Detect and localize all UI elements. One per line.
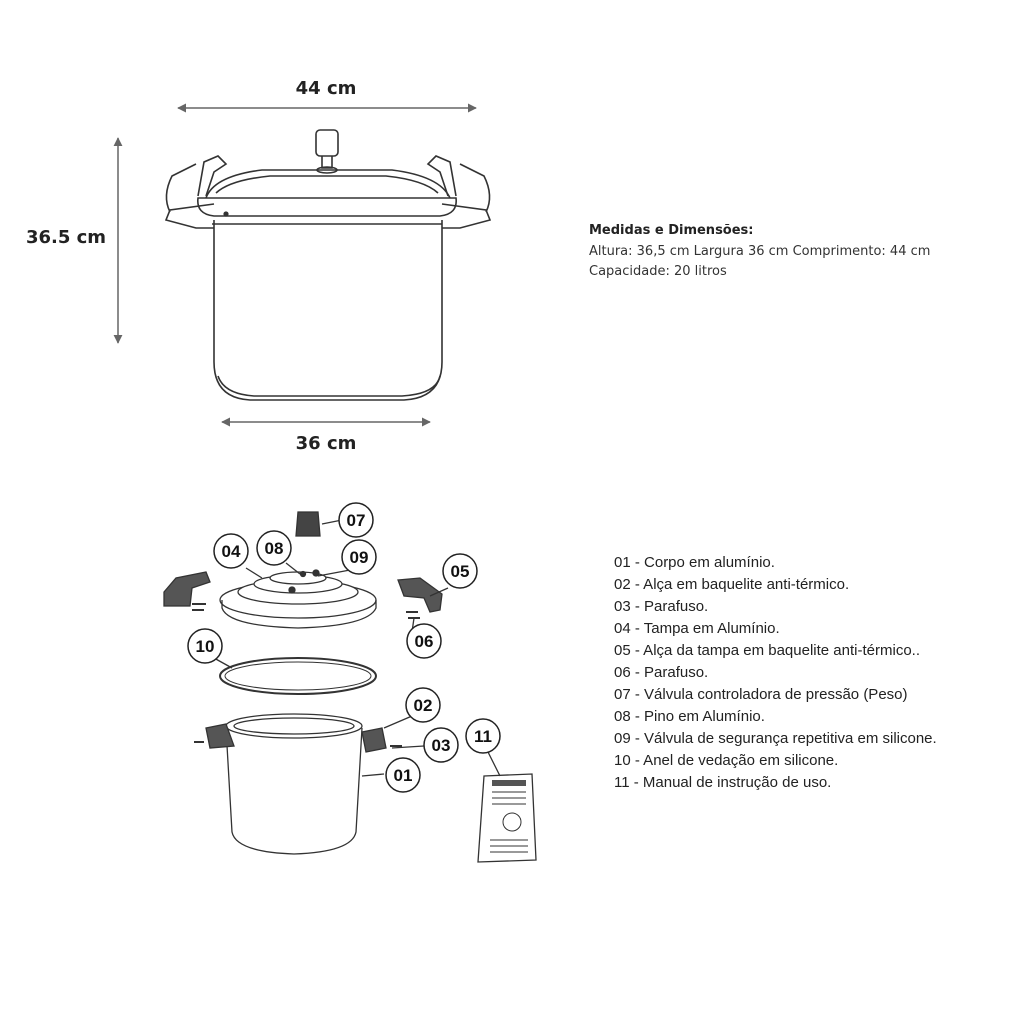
callout-09: 09	[341, 539, 377, 575]
body-part	[225, 713, 363, 855]
callout-11: 11	[465, 718, 501, 754]
callout-05: 05	[442, 553, 478, 589]
parts-list-item: 04 - Tampa em Alumínio.	[614, 620, 780, 637]
parts-list-item: 08 - Pino em Alumínio.	[614, 708, 765, 725]
parts-list-item: 11 - Manual de instrução de uso.	[614, 774, 832, 791]
parts-list: 01 - Corpo em alumínio. 02 - Alça em baq…	[614, 552, 937, 794]
callout-03: 03	[423, 727, 459, 763]
parts-list-item: 02 - Alça em baquelite anti-térmico.	[614, 576, 850, 593]
svg-text:11: 11	[474, 727, 492, 746]
callout-06: 06	[406, 623, 442, 659]
svg-text:04: 04	[222, 542, 241, 561]
svg-text:08: 08	[265, 539, 284, 558]
specs-capacity-line: Capacidade: 20 litros	[589, 264, 727, 279]
svg-text:06: 06	[415, 632, 434, 651]
lid-handle-right-part	[397, 577, 443, 613]
body-handle-left-part	[205, 723, 235, 749]
svg-text:02: 02	[414, 696, 433, 715]
sealing-ring-part	[219, 657, 377, 695]
dimension-drawing: 44 cm 36.5 cm 36 cm	[26, 78, 492, 454]
callout-01: 01	[385, 757, 421, 793]
height-label: 36.5 cm	[26, 227, 106, 248]
callout-08: 08	[256, 530, 292, 566]
svg-text:05: 05	[451, 562, 470, 581]
svg-text:07: 07	[347, 511, 366, 530]
svg-text:10: 10	[196, 637, 215, 656]
parts-list-item: 06 - Parafuso.	[614, 664, 709, 681]
svg-text:03: 03	[432, 736, 451, 755]
valve-weight-part	[295, 511, 321, 537]
specs-title: Medidas e Dimensões:	[589, 223, 754, 238]
parts-list-item: 07 - Válvula controladora de pressão (Pe…	[614, 686, 908, 703]
parts-list-item: 05 - Alça da tampa em baquelite anti-tér…	[614, 642, 920, 659]
callout-02: 02	[405, 687, 441, 723]
lid-handle-left-part	[163, 571, 211, 607]
body-handle-right-part	[361, 727, 387, 753]
parts-list-item: 03 - Parafuso.	[614, 598, 709, 615]
parts-list-item: 09 - Válvula de segurança repetitiva em …	[614, 730, 937, 747]
specs-dimensions-line: Altura: 36,5 cm Largura 36 cm Compriment…	[589, 244, 931, 259]
callout-07: 07	[338, 502, 374, 538]
lid-part	[219, 569, 377, 629]
parts-list-item: 10 - Anel de vedação em silicone.	[614, 752, 839, 769]
svg-text:01: 01	[394, 766, 413, 785]
exploded-diagram: 07 04 08 09 05 06 10 02 03 01 11	[163, 502, 537, 863]
svg-text:09: 09	[350, 548, 369, 567]
callout-10: 10	[187, 628, 223, 664]
manual-part	[477, 773, 537, 863]
width-top-label: 44 cm	[296, 78, 357, 99]
parts-list-item: 01 - Corpo em alumínio.	[614, 554, 775, 571]
callout-04: 04	[213, 533, 249, 569]
pressure-cooker-outline	[164, 129, 492, 401]
width-bottom-label: 36 cm	[296, 433, 357, 454]
